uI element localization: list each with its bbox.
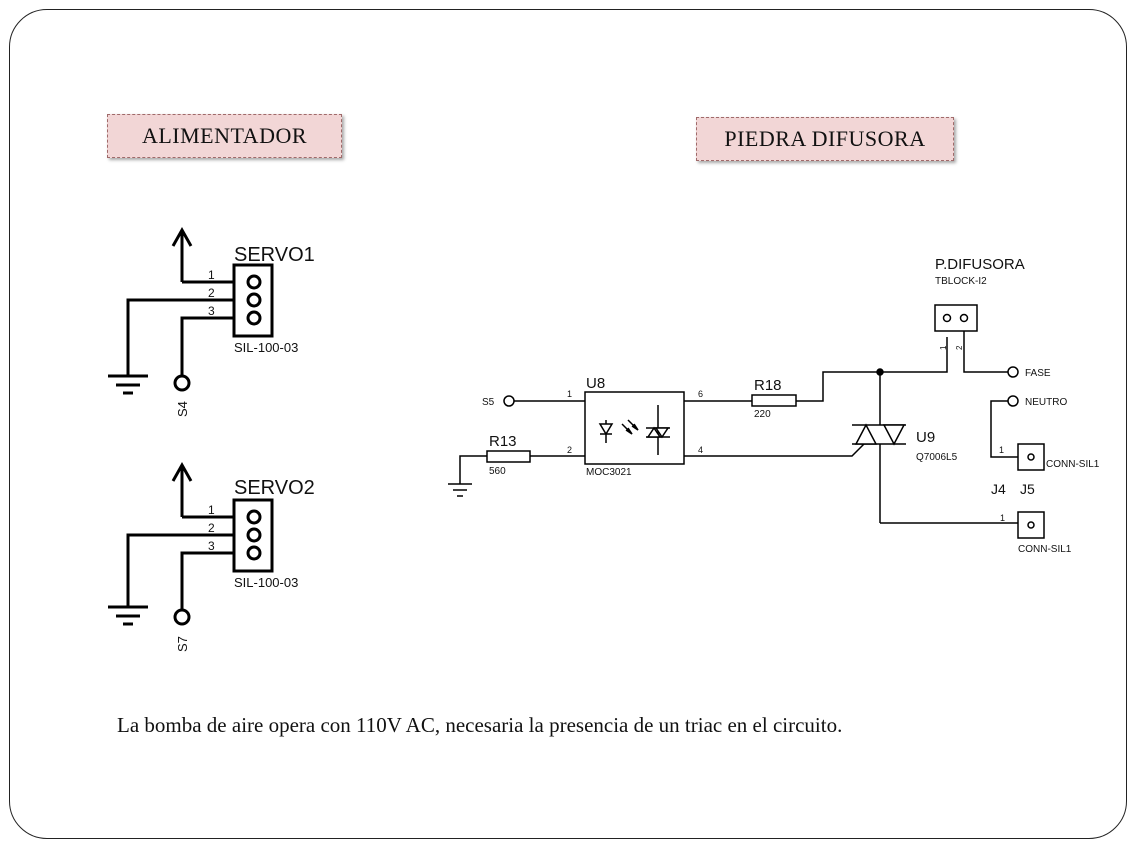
servo2-name: SERVO2 <box>234 477 315 499</box>
u8-pin-6: 6 <box>698 389 703 399</box>
difusora-circuit <box>448 304 1045 539</box>
s5-label: S5 <box>482 397 495 408</box>
p-difusora-part: TBLOCK-I2 <box>935 276 987 287</box>
servo2-part: SIL-100-03 <box>234 575 298 590</box>
servo2-schematic: SERVO2 SIL-100-03 1 2 3 S7 <box>108 461 315 652</box>
piedra-difusora-label: PIEDRA DIFUSORA <box>696 117 954 161</box>
j4-pin: 1 <box>999 445 1004 455</box>
alimentador-label: ALIMENTADOR <box>107 114 342 158</box>
j5-ref: J5 <box>1020 481 1035 497</box>
u8-ref: U8 <box>586 375 605 392</box>
u8-pin-4: 4 <box>698 445 703 455</box>
u8-pin-1: 1 <box>567 389 572 399</box>
servo2-pin-2: 2 <box>208 521 215 535</box>
j5-pin: 1 <box>1000 513 1005 523</box>
servo1-pin-3: 3 <box>208 304 215 318</box>
r13-value: 560 <box>489 466 506 477</box>
signal-terminal-icon <box>173 374 191 392</box>
p-difusora-ref: P.DIFUSORA <box>935 256 1025 273</box>
u9-ref: U9 <box>916 429 935 446</box>
power-arrow-icon <box>171 226 193 247</box>
caption-text: La bomba de aire opera con 110V AC, nece… <box>117 713 843 737</box>
servo1-part: SIL-100-03 <box>234 340 298 355</box>
r18-ref: R18 <box>754 377 782 394</box>
power-arrow-icon <box>171 461 193 482</box>
signal-terminal-icon <box>173 608 191 626</box>
p-difusora-pin-1: 1 <box>939 345 948 350</box>
fase-label: FASE <box>1025 368 1051 379</box>
servo2-pin-3: 3 <box>208 539 215 553</box>
servo1-pin-2: 2 <box>208 286 215 300</box>
neutro-label: NEUTRO <box>1025 397 1067 408</box>
u9-part: Q7006L5 <box>916 452 958 463</box>
servo1-name: SERVO1 <box>234 244 315 266</box>
servo2-signal-label: S7 <box>175 636 190 652</box>
servo1-schematic: SERVO1 SIL-100-03 1 2 3 S4 <box>108 226 315 417</box>
j4-ref: J4 <box>991 481 1006 497</box>
ground-icon <box>108 605 148 626</box>
p-difusora-pin-2: 2 <box>955 345 964 350</box>
r13-ref: R13 <box>489 433 517 450</box>
servo1-signal-label: S4 <box>175 401 190 417</box>
j5-part: CONN-SIL1 <box>1018 544 1072 555</box>
j4-part: CONN-SIL1 <box>1046 459 1100 470</box>
servo1-pin-1: 1 <box>208 268 215 282</box>
u8-part: MOC3021 <box>586 467 632 478</box>
servo2-pin-1: 1 <box>208 503 215 517</box>
u8-pin-2: 2 <box>567 445 572 455</box>
ground-icon <box>108 374 148 395</box>
r18-value: 220 <box>754 409 771 420</box>
